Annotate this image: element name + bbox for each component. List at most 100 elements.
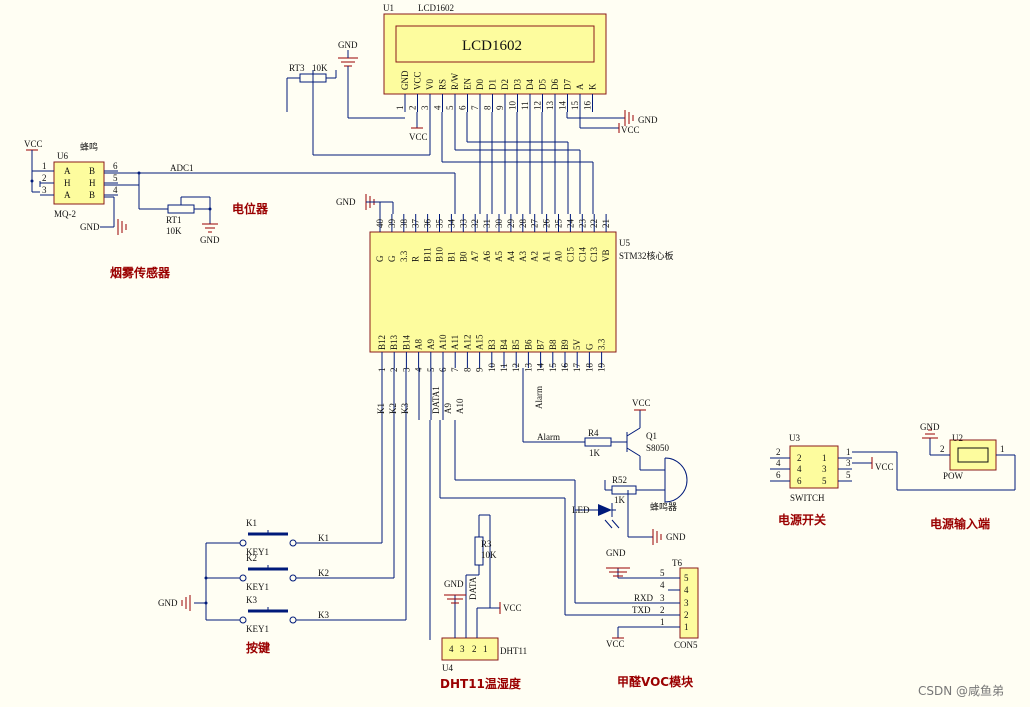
mq2-left-letter: H: [64, 178, 71, 188]
lcd-pin-3: V0: [425, 79, 435, 90]
lcd-pin-number: 12: [533, 101, 543, 110]
stm32-top-pin-number: 27: [530, 219, 540, 229]
lcd-pin-number: 10: [508, 101, 518, 111]
rt3-value: 10K: [312, 63, 328, 73]
svg-text:GND: GND: [336, 197, 356, 207]
svg-text:Alarm: Alarm: [537, 432, 560, 442]
alarm-circuit: Alarm Alarm R4 1K VCC Q1 S8050 蜂鸣器: [522, 368, 688, 512]
con5-inner-pin: 2: [684, 610, 689, 620]
stm32-top-pin: R: [411, 256, 421, 262]
u3-ref: U3: [789, 433, 800, 443]
stm32-top-pin: 3.3: [399, 250, 409, 262]
dht11-pin-number: 3: [460, 644, 465, 654]
mq2-right-pin-number: 6: [113, 161, 118, 171]
rt3-potentiometer: RT3 10K: [286, 63, 337, 112]
r52-ref: R52: [612, 475, 627, 485]
stm32-top-pin: G: [375, 255, 385, 262]
stm32-top-pin-number: 25: [554, 219, 564, 229]
stm32-top-pin: B0: [458, 251, 468, 262]
stm32-bottom-pin: A8: [414, 339, 424, 350]
u5-ref: U5: [619, 238, 630, 248]
t6-name: CON5: [674, 640, 698, 650]
svg-text:A10: A10: [455, 398, 465, 414]
svg-text:GND: GND: [444, 579, 464, 589]
lcd-pin-7: D0: [475, 79, 485, 90]
stm32-top-pin: A1: [542, 251, 552, 262]
lcd-pin-number: 4: [433, 105, 443, 110]
rt1-potentiometer: GND RT1 10K: [139, 196, 220, 245]
key-ref: K2: [246, 553, 257, 563]
q1-value: S8050: [646, 443, 670, 453]
svg-text:GND: GND: [606, 548, 626, 558]
stm32-bottom-pin: A10: [438, 334, 448, 350]
stm32-bottom-pin: A9: [426, 339, 436, 350]
lcd-pin-1: GND: [400, 70, 410, 90]
switch-left-pin: 2: [776, 447, 781, 457]
svg-text:VCC: VCC: [606, 639, 625, 649]
u2-name: POW: [943, 471, 964, 481]
rt1-value: 10K: [166, 226, 182, 236]
svg-text:VCC: VCC: [875, 462, 894, 472]
svg-text:TXD: TXD: [632, 605, 651, 615]
lcd-backlight-power: GND VCC: [566, 110, 658, 135]
r52-value: 1K: [614, 495, 626, 505]
buzzer-ref: 蜂鸣器: [650, 501, 677, 512]
led-ref: LED: [572, 505, 590, 515]
stm32-top-pin-number: 34: [446, 219, 456, 229]
svg-text:GND: GND: [158, 598, 178, 608]
vcc-lcd: VCC: [409, 112, 428, 142]
lcd-pin-number: 3: [420, 105, 430, 110]
lcd-data-bus: [441, 112, 594, 214]
mq2-left-pin-number: 1: [42, 161, 47, 171]
stm32-bottom-pin-number: 7: [450, 367, 460, 372]
mq2-left-letter: A: [64, 190, 71, 200]
svg-text:K2: K2: [388, 403, 398, 414]
u1-name: LCD1602: [418, 3, 454, 13]
stm32-bottom-pin: G: [584, 343, 594, 350]
u5-name: STM32核心板: [619, 250, 674, 261]
stm32-top-pin-number: 30: [494, 219, 504, 229]
stm32-top-pin: A4: [506, 251, 516, 262]
svg-text:K1: K1: [318, 533, 329, 543]
svg-text:2: 2: [940, 444, 945, 454]
q1-ref: Q1: [646, 431, 657, 441]
stm32-bottom-pin-number: 9: [475, 367, 485, 372]
switch-right-pin: 3: [846, 458, 851, 468]
lcd-pin-number: 6: [458, 105, 468, 110]
svg-text:VCC: VCC: [503, 603, 522, 613]
stm32-bottom-pin: B7: [536, 339, 546, 350]
stm32-bottom-pin: B14: [401, 334, 411, 350]
stm32-top-pin-number: 31: [482, 219, 492, 228]
stm32-top-pin-number: 32: [470, 219, 480, 228]
lcd-pin-10: D3: [513, 79, 523, 90]
watermark: CSDN @咸鱼弟: [918, 684, 1004, 698]
lcd-pin-13: D6: [550, 79, 560, 90]
stm32-top-pin: C13: [589, 246, 599, 262]
stm32-bottom-pin: A11: [450, 335, 460, 350]
caption-voc-module: 甲醛VOC模块: [617, 674, 694, 689]
switch-right-pin: 1: [846, 447, 851, 457]
stm32-top-pin: A5: [494, 251, 504, 262]
r3-ref: R3: [481, 539, 492, 549]
stm32-bottom-pin-number: 17: [572, 363, 582, 373]
stm32-top-pin: C15: [565, 246, 575, 262]
svg-text:K3: K3: [400, 403, 410, 414]
con5-pin-number: 3: [660, 593, 665, 603]
stm32-bottom-pin-number: 11: [499, 363, 509, 372]
stm32-bottom-pin: B3: [487, 339, 497, 350]
stm32-top-pin-number: 38: [399, 219, 409, 229]
switch-inner-left: 6: [797, 476, 802, 486]
lcd-pin-16: K: [588, 83, 598, 90]
lcd-pin-9: D2: [500, 79, 510, 90]
lcd-pin-number: 15: [570, 101, 580, 111]
stm32-bottom-pin: B12: [377, 335, 387, 350]
r3-value: 10K: [481, 550, 497, 560]
key-nets: K1 K2 K3 K1 K2 K3 GND: [158, 368, 410, 621]
svg-text:K3: K3: [318, 610, 329, 620]
svg-text:VCC: VCC: [409, 132, 428, 142]
stm32-top-pin: A0: [554, 251, 564, 262]
